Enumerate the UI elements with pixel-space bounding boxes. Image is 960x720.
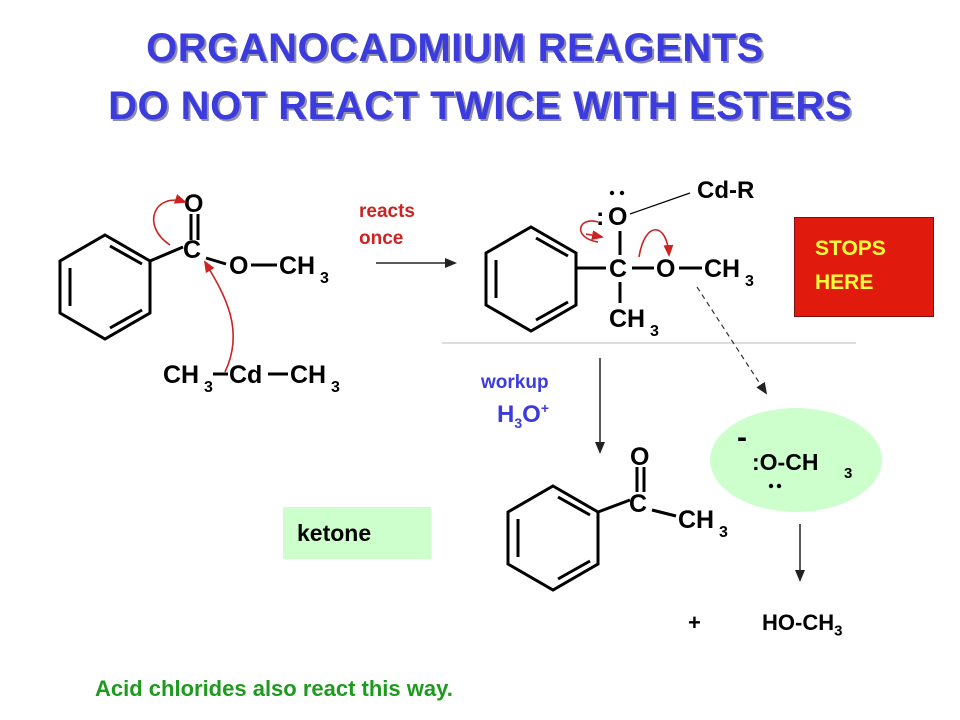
alkoxide-charge: -: [737, 421, 747, 454]
curved-arrow-intermediate-oxygen-head: [585, 230, 604, 241]
ketone-carbon: C: [629, 490, 647, 518]
stops-here-box: STOPS HERE: [794, 217, 934, 317]
ketone-methyl: CH: [678, 506, 714, 534]
ketone-box: ketone: [283, 507, 431, 559]
curved-arrow-leaving: [638, 228, 674, 258]
reacts-label: reacts: [359, 201, 415, 222]
ketone-methyl-subscript: 3: [719, 524, 728, 541]
alkoxide-ellipse: [710, 408, 882, 512]
alkoxide-lone-pair-dot: [776, 483, 782, 489]
ester-methyl-subscript: 3: [320, 270, 329, 287]
plus-sign: +: [688, 610, 701, 635]
lone-pair-dot: [619, 190, 625, 196]
ester-carbon: C: [183, 236, 201, 264]
alkoxide-label: :O-CH: [752, 449, 818, 475]
intermediate-bonds: [576, 231, 702, 303]
acid-chloride-note: Acid chlorides also react this way.: [95, 676, 453, 701]
intermediate-methyl-subscript: 3: [745, 273, 754, 290]
ketone-bonds: [597, 467, 677, 518]
alkoxide-lone-pair-dot: [768, 483, 774, 489]
reagent-metal: Cd: [229, 361, 262, 389]
ester-methyl: CH: [279, 252, 315, 280]
ketone-label: ketone: [297, 520, 372, 546]
dashed-arrow-leaving-group: [696, 286, 768, 395]
cadmium-label: Cd-R: [697, 177, 754, 204]
title-line-2: DO NOT REACT TWICE WITH ESTERS: [108, 84, 852, 128]
intermediate-lone-pair: :: [596, 203, 604, 231]
hydronium-label: H3O+: [497, 400, 549, 431]
workup-label: workup: [481, 372, 549, 393]
intermediate-ether-oxygen: O: [656, 255, 675, 283]
reagent-left-methyl: CH: [163, 361, 199, 389]
reagent-left-subscript: 3: [204, 379, 213, 396]
methanol-label: HO-CH3: [762, 610, 843, 640]
ketone-carbonyl-oxygen: O: [630, 443, 649, 471]
intermediate-bottom-subscript: 3: [650, 323, 659, 340]
intermediate-bottom-methyl: CH: [609, 305, 645, 333]
stops-here-text: STOPS HERE: [815, 237, 886, 294]
curved-arrow-carbonyl: [152, 194, 187, 246]
intermediate-methyl: CH: [704, 255, 740, 283]
intermediate-oxygen: O: [608, 203, 627, 231]
cadmium-coordination-line: [629, 192, 691, 215]
title-line-1: ORGANOCADMIUM REAGENTS: [146, 26, 764, 70]
ester-benzene-ring: [58, 233, 152, 341]
alkoxide-subscript: 3: [844, 465, 852, 482]
reagent-right-subscript: 3: [331, 379, 340, 396]
intermediate-carbon: C: [609, 255, 627, 283]
reagent-right-methyl: CH: [290, 361, 326, 389]
ester-carbonyl-oxygen: O: [184, 190, 203, 218]
curved-arrow-attack: [203, 260, 234, 373]
ketone-benzene-ring: [506, 484, 600, 592]
ester-ether-oxygen: O: [229, 252, 248, 280]
lone-pair-dot: [609, 190, 615, 196]
curved-arrow-intermediate-oxygen: [579, 220, 599, 243]
ester-bonds: [149, 214, 277, 267]
once-label: once: [359, 228, 404, 249]
intermediate-benzene-ring: [484, 225, 578, 333]
